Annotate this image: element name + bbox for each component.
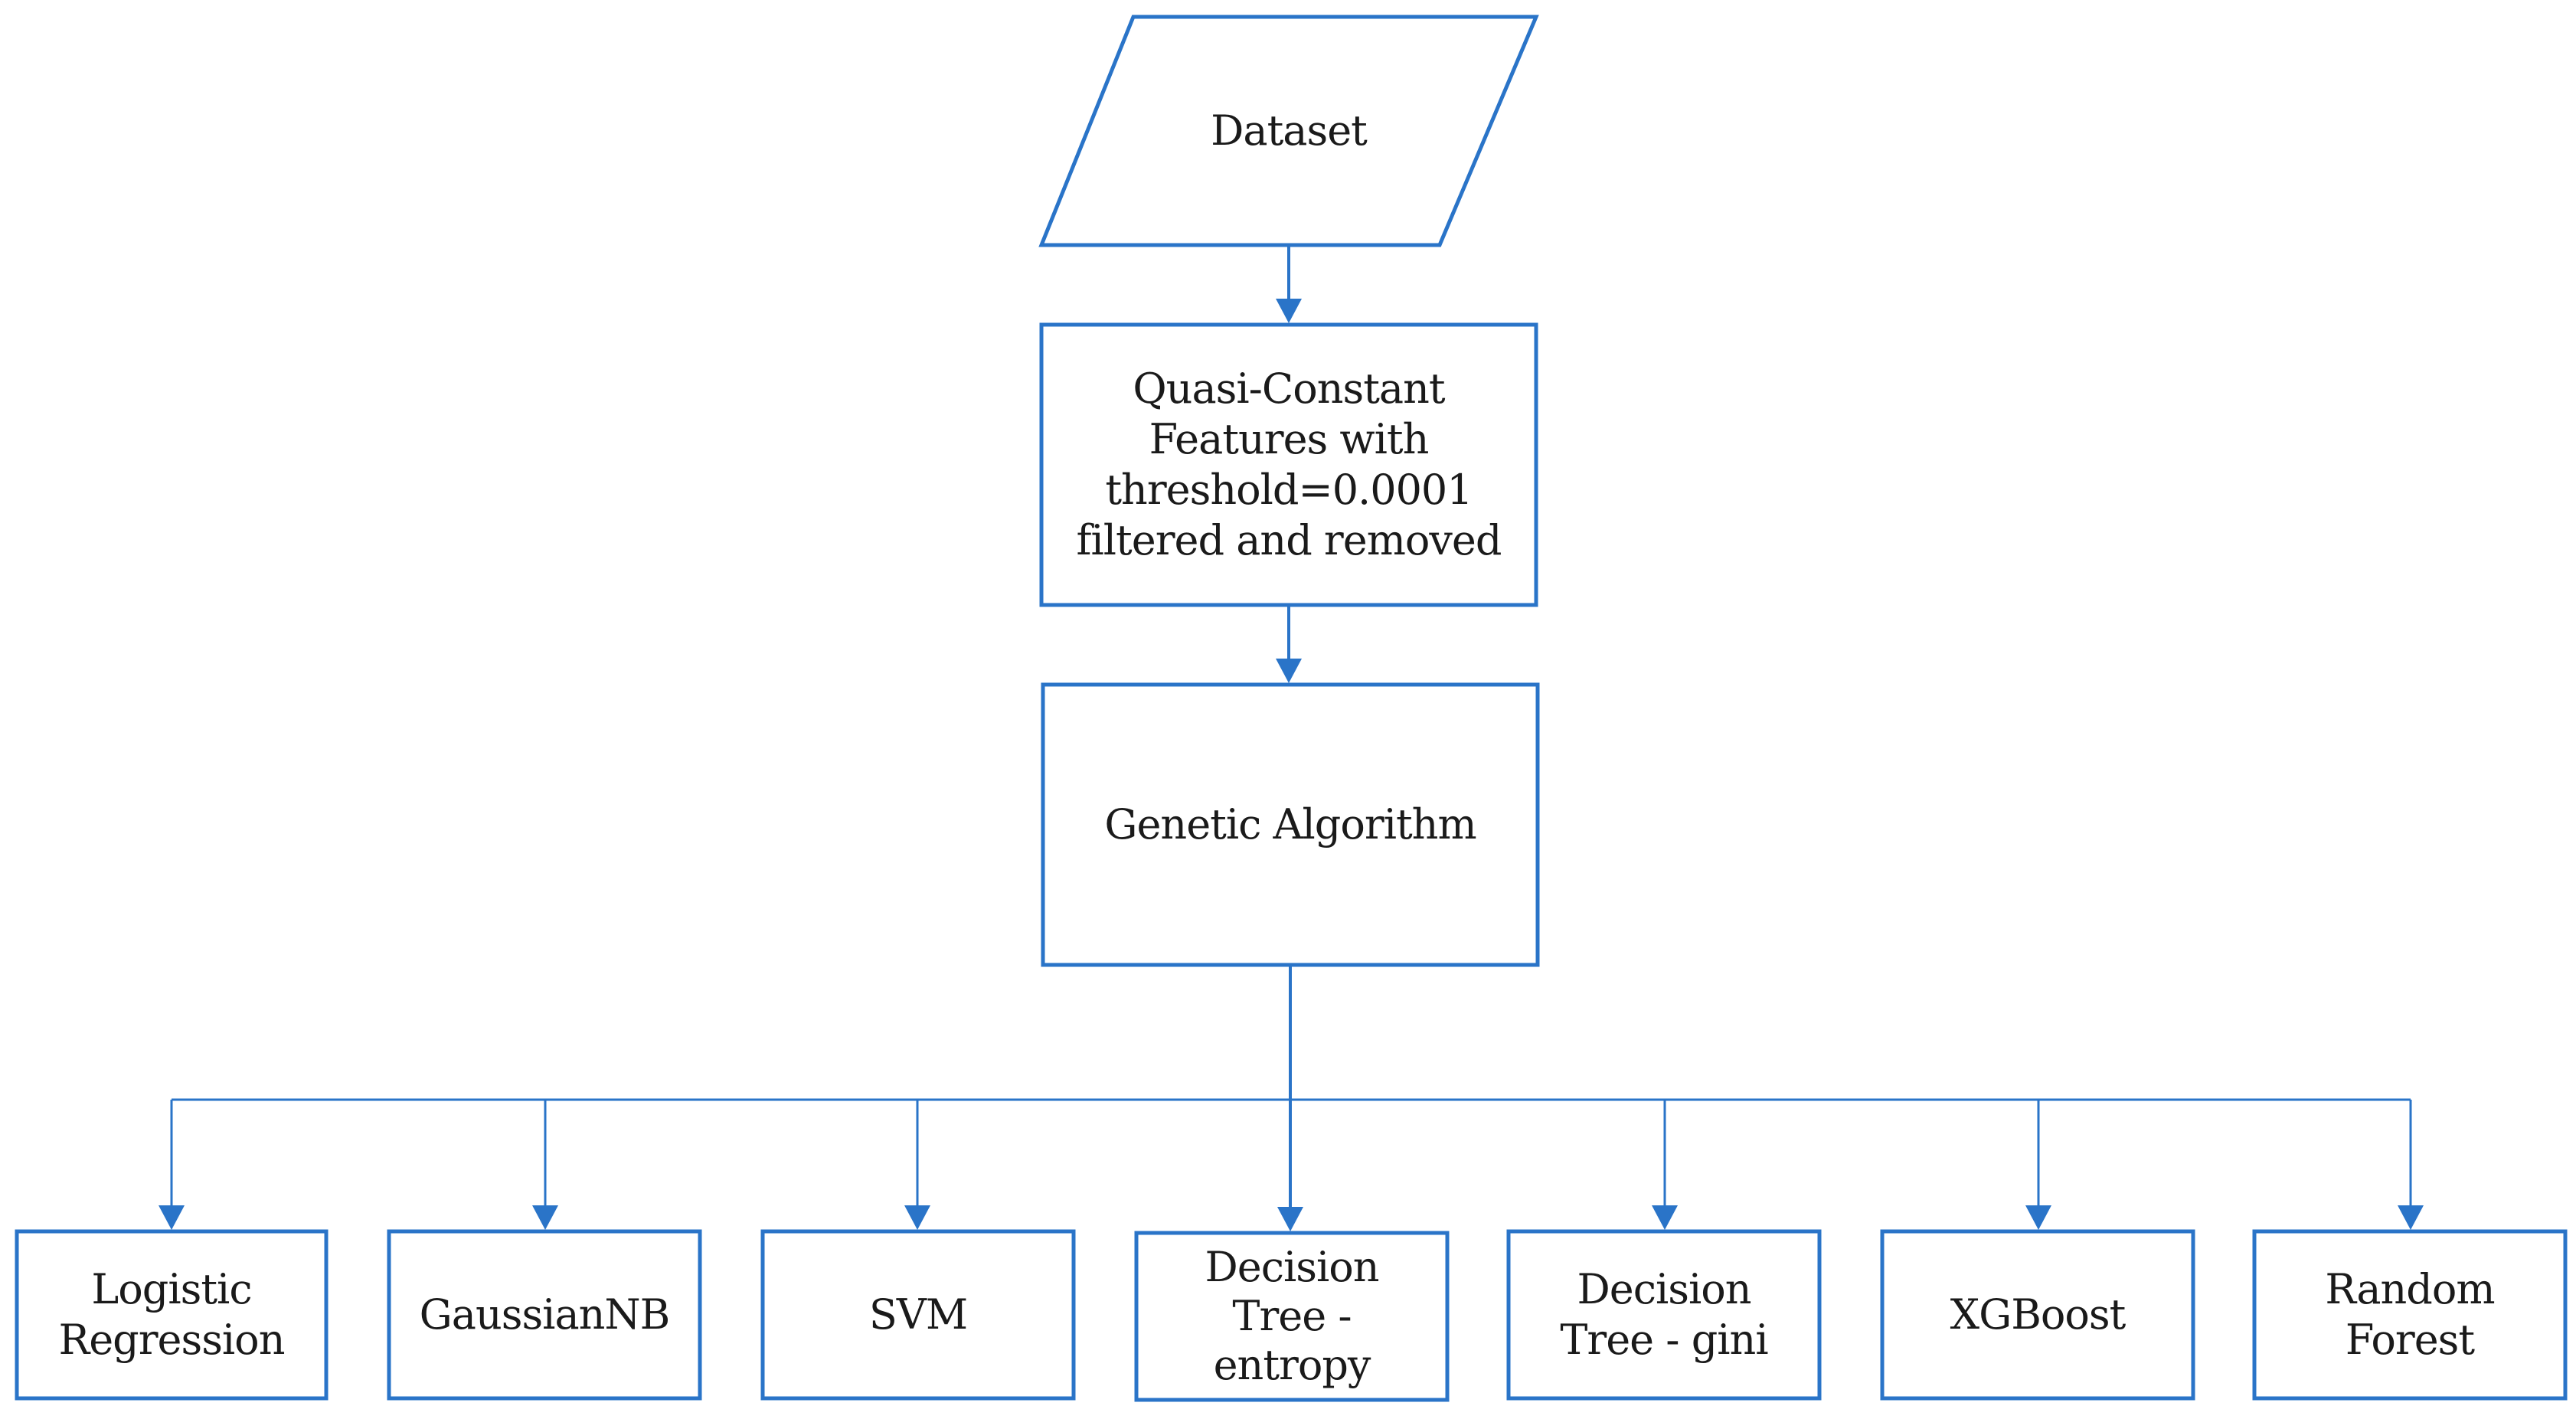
arrowhead-gaussiannb	[532, 1205, 558, 1230]
model-box-random-forest	[2252, 1229, 2568, 1401]
filter-node-shape	[1039, 322, 1538, 607]
model-box-logistic-regression	[15, 1229, 329, 1401]
ga-label-text: Genetic Algorithm	[1104, 800, 1476, 849]
model-box-decision-tree-entropy	[1134, 1231, 1450, 1402]
model-label-decision-tree-entropy: Decision Tree - entropy	[1136, 1233, 1447, 1400]
model-label-line: Logistic	[91, 1265, 252, 1314]
filter-label-line-4: filtered and removed	[1076, 515, 1502, 564]
model-label-random-forest: Random Forest	[2254, 1231, 2565, 1398]
arrowhead-dataset-to-filter	[1276, 299, 1302, 323]
model-label-line: XGBoost	[1950, 1290, 2127, 1339]
arrowhead-random-forest	[2398, 1205, 2424, 1230]
model-label-line: Decision	[1205, 1243, 1379, 1292]
arrowhead-decision-tree-gini	[1652, 1205, 1678, 1230]
arrowhead-decision-tree-entropy	[1277, 1207, 1303, 1231]
filter-label-line-1: Quasi-Constant	[1133, 365, 1445, 414]
model-boxes	[15, 1229, 2568, 1402]
model-label-line: Forest	[2345, 1316, 2475, 1364]
model-box-gaussiannb	[387, 1229, 702, 1401]
arrowhead-filter-to-ga	[1276, 659, 1302, 683]
dataset-node-label: Dataset	[1087, 17, 1490, 245]
arrowhead-svm	[904, 1205, 930, 1230]
ga-node-label: Genetic Algorithm	[1043, 685, 1538, 965]
model-label-logistic-regression: Logistic Regression	[17, 1231, 326, 1398]
model-label-svm: SVM	[763, 1231, 1074, 1398]
model-label-line: Regression	[58, 1316, 286, 1364]
ga-node-shape	[1041, 682, 1540, 967]
arrowhead-xgboost	[2025, 1205, 2051, 1230]
model-label-line: Tree - gini	[1560, 1316, 1768, 1364]
model-box-xgboost	[1880, 1229, 2195, 1401]
model-label-line: SVM	[868, 1290, 968, 1339]
model-label-line: GaussianNB	[419, 1290, 671, 1339]
model-label-line: Tree -	[1232, 1292, 1352, 1341]
model-label-xgboost: XGBoost	[1882, 1231, 2193, 1398]
filter-node-label: Quasi-Constant Features with threshold=0…	[1041, 325, 1536, 605]
arrowhead-logistic-regression	[159, 1205, 185, 1230]
model-label-decision-tree-gini: Decision Tree - gini	[1509, 1231, 1819, 1398]
filter-label-line-2: Features with	[1149, 415, 1430, 464]
dataset-node-shape	[1038, 15, 1539, 247]
model-label-line: entropy	[1213, 1340, 1371, 1389]
model-drops	[159, 1100, 2424, 1231]
dataset-label-text: Dataset	[1211, 106, 1368, 155]
filter-label-line-3: threshold=0.0001	[1105, 466, 1473, 514]
model-label-line: Decision	[1577, 1265, 1751, 1314]
model-label-line: Random	[2325, 1265, 2495, 1314]
model-label-gaussiannb: GaussianNB	[389, 1231, 700, 1398]
model-box-decision-tree-gini	[1506, 1229, 1822, 1401]
model-box-svm	[760, 1229, 1076, 1401]
